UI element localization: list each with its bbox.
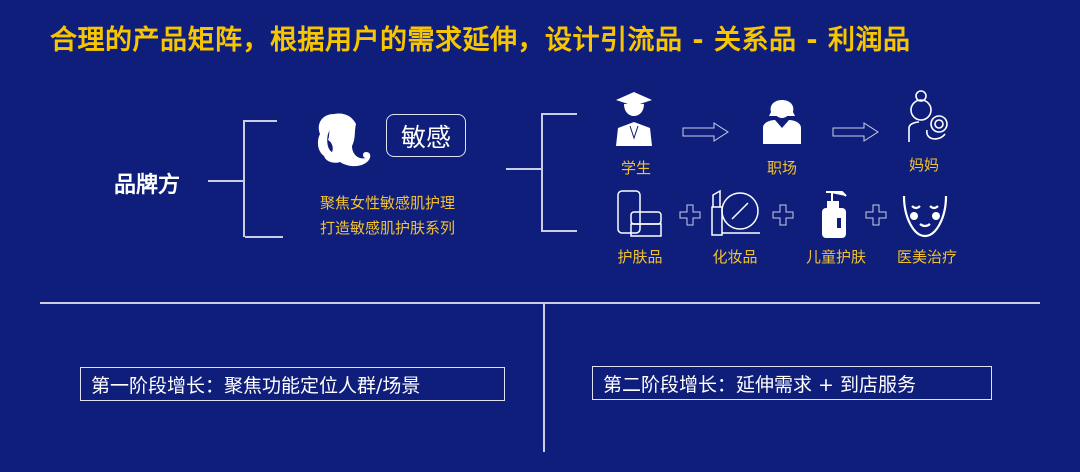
product-label: 化妆品 xyxy=(712,248,758,266)
product-label: 儿童护肤 xyxy=(805,248,866,266)
woman-hair-icon xyxy=(317,113,371,167)
mother-baby-icon xyxy=(908,90,948,142)
bracket-left xyxy=(243,120,245,237)
graduate-icon xyxy=(616,92,652,146)
phase-two-box: 第二阶段增长：延伸需求 + 到店服务 xyxy=(592,366,992,400)
stage-label: 职场 xyxy=(766,159,797,177)
plus-icon xyxy=(772,204,794,226)
bracket-arm xyxy=(541,230,577,232)
brand-label: 品牌方 xyxy=(114,173,181,198)
product-label: 医美治疗 xyxy=(896,248,957,266)
product-label: 护肤品 xyxy=(617,248,663,266)
bracket-arm xyxy=(541,113,577,115)
bracket-right xyxy=(541,113,543,231)
skincare-icon xyxy=(617,190,662,237)
connector xyxy=(208,180,244,182)
desc-line: 打造敏感肌护肤系列 xyxy=(320,219,456,237)
arrow-icon xyxy=(832,122,879,142)
stage-label: 学生 xyxy=(620,159,651,177)
plus-icon xyxy=(679,204,701,226)
face-icon xyxy=(902,195,948,238)
page-title: 合理的产品矩阵，根据用户的需求延伸，设计引流品 - 关系品 - 利润品 xyxy=(50,25,911,56)
bracket-arm xyxy=(245,236,283,238)
cosmetics-icon xyxy=(711,189,760,236)
divider-vertical xyxy=(543,302,545,452)
plus-icon xyxy=(865,204,887,226)
divider-horizontal xyxy=(40,302,1040,304)
desc-line: 聚焦女性敏感肌护理 xyxy=(320,194,456,212)
bracket-arm xyxy=(243,120,277,122)
phase-one-box: 第一阶段增长：聚焦功能定位人群/场景 xyxy=(80,367,505,401)
stage-label: 妈妈 xyxy=(908,156,939,174)
arrow-icon xyxy=(682,122,729,142)
sensitive-tag: 敏感 xyxy=(386,114,466,157)
office-woman-icon xyxy=(763,100,801,144)
pump-bottle-icon xyxy=(822,191,847,238)
connector xyxy=(506,168,542,170)
